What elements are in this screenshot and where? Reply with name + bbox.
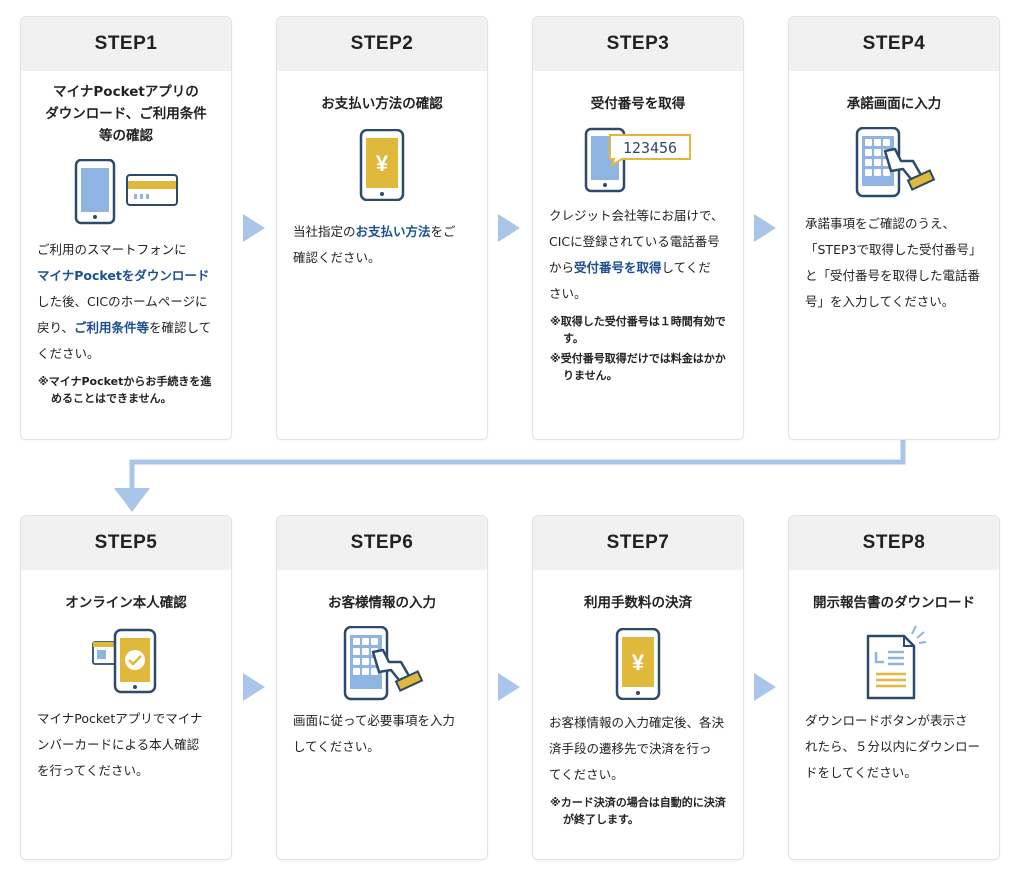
- step-card-2: STEP2 お支払い方法の確認 ¥ 当社指定のお支払い方法をご 確認ください。: [276, 16, 488, 440]
- yen-phone-icon: ¥: [277, 129, 487, 201]
- svg-text:¥: ¥: [632, 650, 645, 675]
- step-card-3: STEP3 受付番号を取得 123456 クレジット会社等にお届けで、 CICに…: [532, 16, 744, 440]
- report-document-icon: [789, 622, 999, 702]
- step-card-4: STEP4 承諾画面に入力 承諾事項をご確認のうえ、 「STEP3で取得した受付…: [788, 16, 1000, 440]
- flow-arrow: [243, 673, 265, 701]
- step-description: ダウンロードボタンが表示さ れたら、５分以内にダウンロー ドをしてください。: [805, 713, 981, 780]
- step-card-7: STEP7 利用手数料の決済 ¥ お客様情報の入力確定後、各決 済手段の遷移先で…: [532, 515, 744, 860]
- step-label: STEP1: [21, 17, 231, 71]
- step-card-6: STEP6 お客様情報の入力 画面に従って必要事項を入力 してください。: [276, 515, 488, 860]
- step-title: 利用手数料の決済: [584, 595, 692, 611]
- flow-arrow: [498, 214, 520, 242]
- step-description: 承諾事項をご確認のうえ、 「STEP3で取得した受付番号」 と「受付番号を取得し…: [805, 216, 982, 309]
- step-label: STEP7: [533, 516, 743, 570]
- step-card-1: STEP1 マイナPocketアプリのダウンロード、ご利用条件等の確認 ご利用の…: [20, 16, 232, 440]
- step-description: 画面に従って必要事項を入力 してください。: [293, 713, 455, 754]
- step-note: ※マイナPocketからお手続きを進めることはできません。: [38, 375, 212, 405]
- svg-text:¥: ¥: [376, 151, 389, 176]
- step-title: マイナPocketアプリのダウンロード、ご利用条件等の確認: [45, 84, 207, 144]
- step-note: ※カード決済の場合は自動的に決済が終了します。: [550, 796, 726, 826]
- touch-screen-icon: [789, 127, 999, 199]
- step-description: お客様情報の入力確定後、各決 済手段の遷移先で決済を行っ てください。: [549, 715, 725, 782]
- step-card-5: STEP5 オンライン本人確認 マイナPocketアプリでマイナ ンバーカードに…: [20, 515, 232, 860]
- step-title: 開示報告書のダウンロード: [813, 595, 975, 611]
- step-title: オンライン本人確認: [65, 595, 187, 611]
- step-title: 承諾画面に入力: [846, 96, 942, 112]
- phone-card-icon: [21, 159, 231, 225]
- flow-arrow: [498, 673, 520, 701]
- id-verification-icon: [21, 628, 231, 694]
- yen-phone-icon: ¥: [533, 628, 743, 700]
- touch-screen-icon: [277, 626, 487, 702]
- flow-arrow: [243, 214, 265, 242]
- step-label: STEP8: [789, 516, 999, 570]
- step-title: 受付番号を取得: [590, 96, 686, 112]
- receipt-number-icon: 123456: [533, 127, 743, 193]
- step-label: STEP6: [277, 516, 487, 570]
- flow-arrow: [754, 673, 776, 701]
- step-description: 当社指定のお支払い方法をご 確認ください。: [293, 224, 456, 265]
- step-label: STEP2: [277, 17, 487, 71]
- step-description: マイナPocketアプリでマイナ ンバーカードによる本人確認 を行ってください。: [37, 711, 203, 778]
- flow-arrow: [754, 214, 776, 242]
- step-note: ※取得した受付番号は１時間有効です。: [550, 315, 726, 345]
- step-note: ※受付番号取得だけでは料金はかかりません。: [550, 352, 726, 382]
- step-card-8: STEP8 開示報告書のダウンロード ダウンロードボタンが表示さ れたら、５分以…: [788, 515, 1000, 860]
- svg-text:123456: 123456: [623, 139, 677, 157]
- step-label: STEP3: [533, 17, 743, 71]
- step-label: STEP5: [21, 516, 231, 570]
- step-description: ご利用のスマートフォンに マイナPocketをダウンロード した後、CICのホー…: [37, 242, 212, 361]
- step-title: お支払い方法の確認: [321, 96, 443, 112]
- step-label: STEP4: [789, 17, 999, 71]
- step-description: クレジット会社等にお届けで、 CICに登録されている電話番号 から受付番号を取得…: [549, 208, 724, 301]
- step-title: お客様情報の入力: [328, 595, 436, 611]
